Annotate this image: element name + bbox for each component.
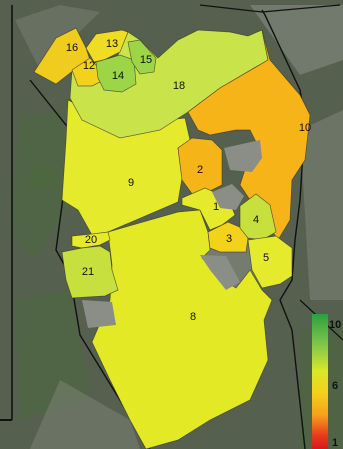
zone-label-2: 2 xyxy=(197,164,203,176)
zone-label-5: 5 xyxy=(263,252,269,264)
zone-label-21: 21 xyxy=(82,266,94,278)
zone-label-4: 4 xyxy=(253,214,259,226)
industrial-areas xyxy=(82,140,262,328)
zone-label-1: 1 xyxy=(213,201,219,213)
zone-13[interactable] xyxy=(85,29,129,63)
zone-label-15: 15 xyxy=(140,54,152,66)
color-scale-bar xyxy=(312,314,328,449)
zone-20[interactable] xyxy=(71,231,111,249)
zone-label-10: 10 xyxy=(299,122,311,134)
zone-4[interactable] xyxy=(239,193,277,241)
zone-label-14: 14 xyxy=(112,70,124,82)
zone-5[interactable] xyxy=(247,235,293,289)
scale-label-1: 1 xyxy=(332,437,338,449)
color-scale: 10 6 1 xyxy=(312,314,341,449)
zone-10[interactable] xyxy=(187,29,311,241)
zone-21[interactable] xyxy=(61,245,119,299)
zone-label-8: 8 xyxy=(190,311,196,323)
zone-16[interactable] xyxy=(33,27,91,85)
zone-label-16: 16 xyxy=(66,42,78,54)
zone-label-13: 13 xyxy=(106,38,118,50)
zone-labels: 1 2 3 4 5 8 9 10 12 13 14 15 16 18 20 21 xyxy=(66,38,311,323)
scale-label-10: 10 xyxy=(329,319,341,331)
zone-label-3: 3 xyxy=(226,233,232,245)
zones-layer xyxy=(33,27,311,449)
scale-label-6: 6 xyxy=(332,380,338,392)
zone-2[interactable] xyxy=(177,137,223,199)
zone-label-18: 18 xyxy=(173,80,185,92)
zone-3[interactable] xyxy=(207,221,249,253)
zone-15[interactable] xyxy=(127,39,157,75)
boundary-lines xyxy=(0,4,343,449)
zone-9[interactable] xyxy=(61,99,191,236)
zone-14[interactable] xyxy=(95,54,137,93)
zone-label-9: 9 xyxy=(128,177,134,189)
zone-label-20: 20 xyxy=(85,234,97,246)
zone-label-12: 12 xyxy=(83,60,95,72)
